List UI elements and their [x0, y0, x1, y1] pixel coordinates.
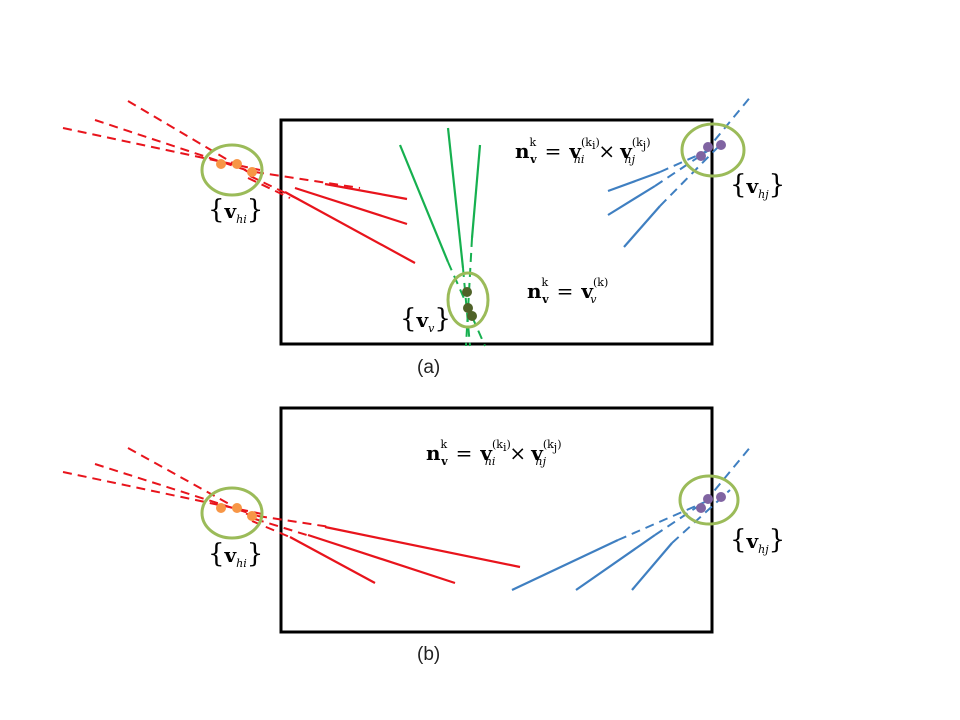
olive-dot — [467, 311, 477, 321]
set-label-hi-a: {vhi} — [208, 195, 263, 226]
blue-track — [631, 542, 673, 591]
blue-track — [607, 170, 661, 193]
orange-dot — [216, 503, 226, 513]
red-dashed-line — [257, 515, 331, 528]
vertex-circle-right-a — [680, 122, 746, 178]
blue-track — [607, 185, 656, 216]
olive-dot — [463, 303, 473, 313]
red-dashed-line — [62, 471, 263, 515]
orange-dots-a — [216, 159, 257, 177]
red-dashed-line — [62, 127, 261, 171]
set-label-hj-a: {vhj} — [730, 170, 785, 201]
purple-dots-a — [696, 140, 726, 161]
vertex-circle-left-b — [200, 486, 264, 540]
purple-dot — [696, 151, 706, 161]
green-tracks-a — [398, 127, 482, 269]
red-dashed-line — [247, 177, 291, 199]
green-track — [470, 144, 482, 239]
green-track — [446, 127, 465, 269]
red-track — [307, 533, 456, 585]
purple-dot — [696, 503, 706, 513]
panel-a-frame — [279, 118, 714, 346]
purple-dot — [703, 142, 713, 152]
blue-tracks-a — [607, 170, 661, 248]
red-track — [284, 191, 416, 264]
orange-dot — [232, 503, 242, 513]
vertex-circle-right-b — [678, 474, 740, 526]
orange-dots-b — [216, 503, 257, 521]
olive-dot — [462, 287, 472, 297]
vertex-circle-left-a — [200, 143, 264, 197]
blue-dashed-line — [704, 94, 753, 153]
blue-dashed-line — [654, 147, 713, 187]
red-dashed-line — [254, 518, 311, 537]
blue-dashed-line — [659, 151, 706, 173]
orange-dot — [247, 167, 257, 177]
blue-track — [623, 205, 661, 248]
blue-dashed-line — [704, 444, 753, 503]
purple-dots-b — [696, 492, 726, 513]
set-label-v-a: {vv} — [400, 304, 451, 335]
set-label-hj-b: {vhj} — [730, 525, 785, 556]
blue-dashed-line — [654, 496, 713, 536]
blue-track — [511, 539, 619, 591]
blue-dashed-tracks-a — [654, 94, 753, 207]
red-dashed-line — [254, 171, 361, 189]
green-track — [398, 144, 450, 263]
red-track — [294, 186, 408, 226]
vertex-circle-bottom-a — [446, 271, 490, 329]
purple-dot — [716, 492, 726, 502]
set-label-hi-b: {vhi} — [208, 539, 263, 570]
red-track — [324, 182, 408, 201]
red-dashed-tracks-b — [62, 447, 331, 539]
purple-dot — [716, 140, 726, 150]
caption-a: (a) — [417, 357, 440, 378]
orange-dot — [216, 159, 226, 169]
caption-b: (b) — [417, 644, 440, 665]
orange-dot — [247, 511, 257, 521]
red-track — [324, 525, 521, 569]
red-track — [289, 536, 376, 584]
orange-dot — [232, 159, 242, 169]
red-solid-tracks-a — [284, 182, 416, 264]
blue-dashed-line — [617, 501, 706, 541]
green-dashed-line — [462, 267, 471, 347]
purple-dot — [703, 494, 713, 504]
olive-dots-a — [462, 287, 477, 321]
blue-track — [575, 534, 656, 591]
blue-tracks-b — [511, 534, 673, 591]
red-solid-tracks-b — [289, 525, 521, 585]
